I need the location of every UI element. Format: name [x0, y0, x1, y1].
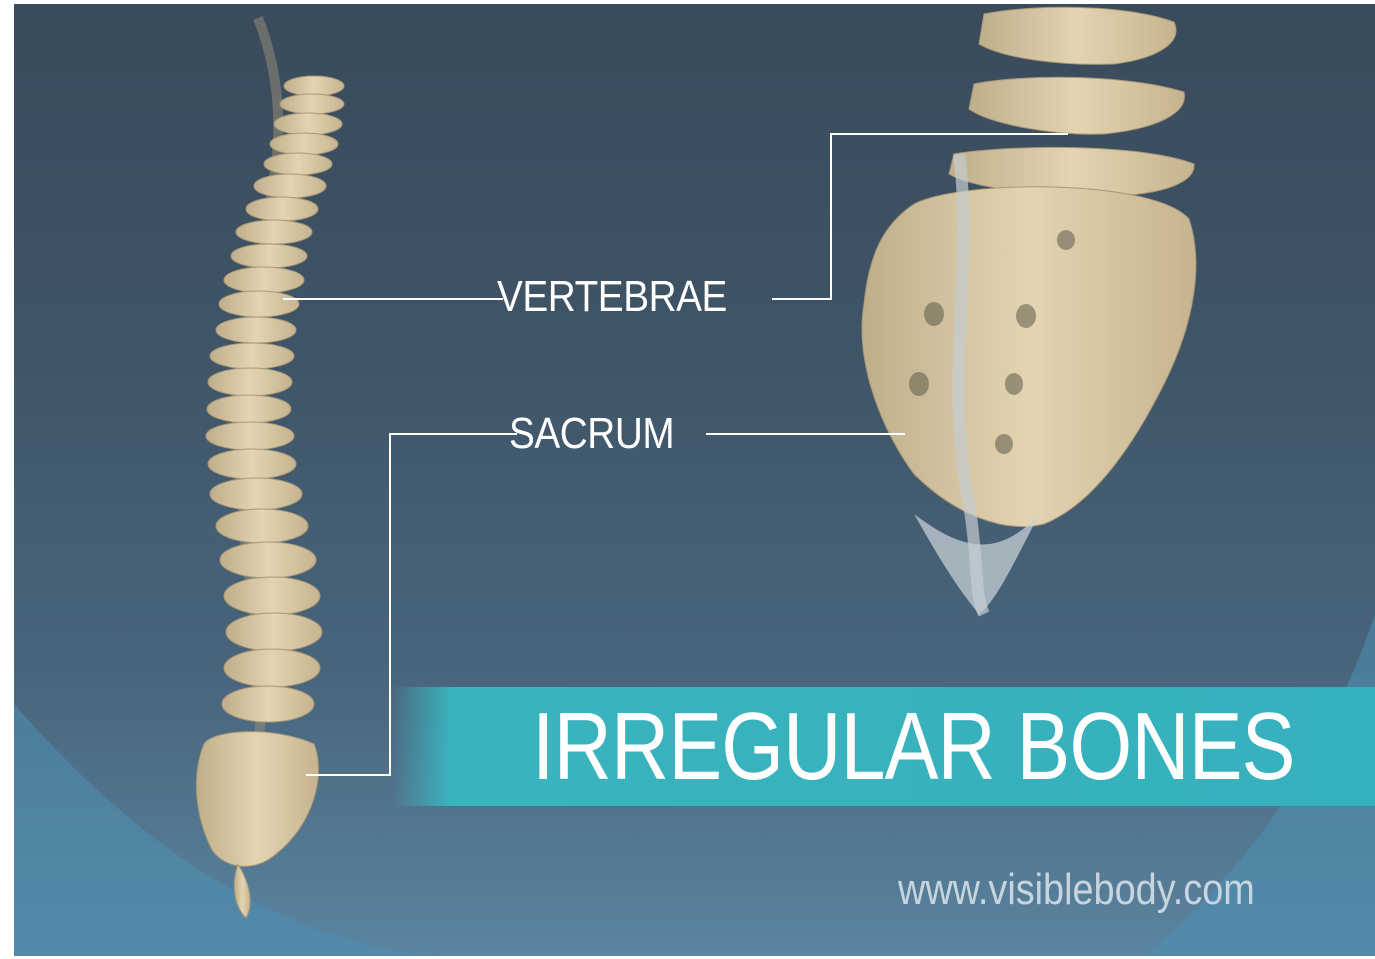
banner-title: IRREGULAR BONES [532, 692, 1295, 802]
watermark-url: www.visiblebody.com [898, 865, 1255, 915]
spine-illustration [14, 4, 1375, 956]
vertebrae-label: VERTEBRAE [497, 272, 727, 322]
sacrum-closeup-icon [862, 7, 1196, 614]
sacrum-label: SACRUM [509, 409, 674, 459]
full-spine-icon [196, 18, 344, 918]
illustration-panel [14, 4, 1375, 956]
